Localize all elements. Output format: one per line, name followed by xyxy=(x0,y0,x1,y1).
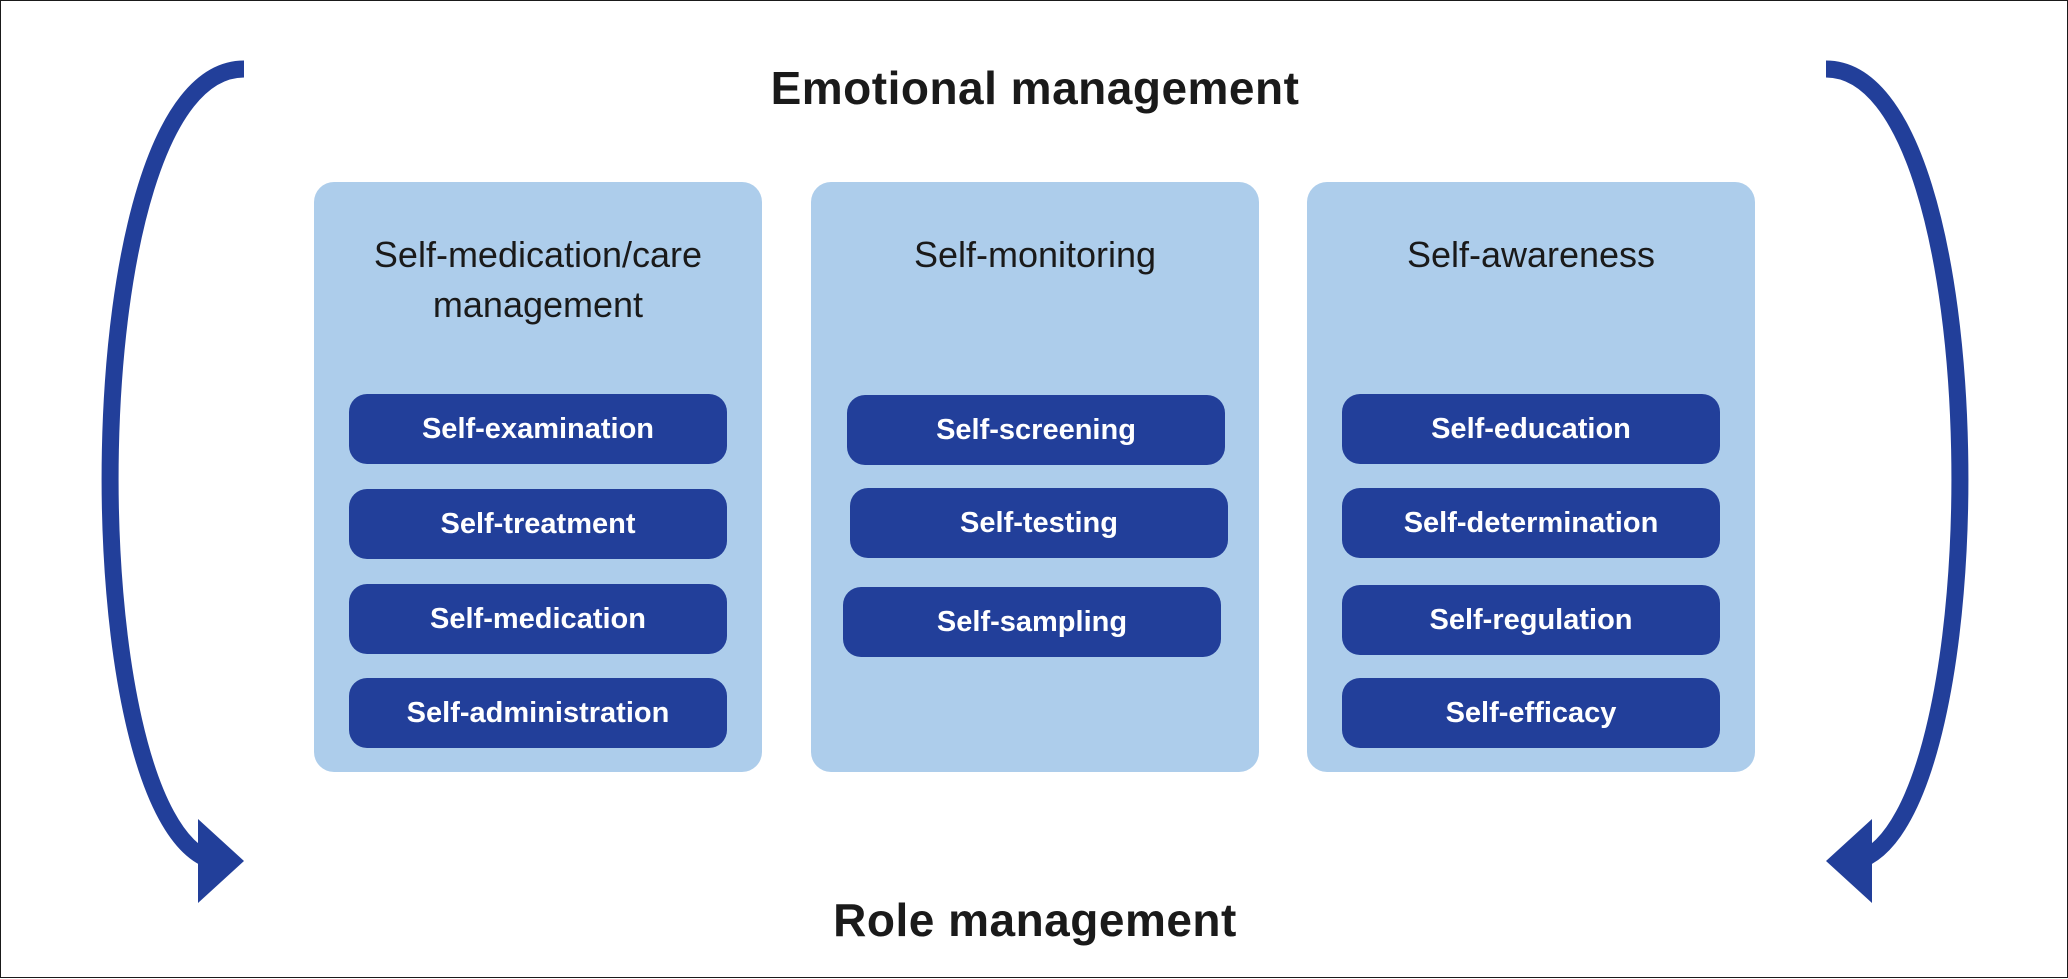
panel-title: Self-medication/care management xyxy=(373,234,703,325)
emotional-management-heading: Emotional management xyxy=(770,62,1300,114)
pill-self-examination: Self-examination xyxy=(349,394,727,464)
right-arrowhead-icon xyxy=(1826,819,1872,903)
left-arrowhead-icon xyxy=(198,819,244,903)
pill-self-medication: Self-medication xyxy=(349,584,727,654)
panel-title: Self-awareness xyxy=(1406,234,1656,275)
pill-self-testing: Self-testing xyxy=(850,488,1228,558)
pill-self-treatment: Self-treatment xyxy=(349,489,727,559)
panel-self-medication-care-management: Self-medication/care management Self-exa… xyxy=(314,182,762,772)
panel-title: Self-monitoring xyxy=(913,234,1157,275)
pill-self-education: Self-education xyxy=(1342,394,1720,464)
right-curved-arrow xyxy=(1825,60,1969,870)
pill-self-sampling: Self-sampling xyxy=(843,587,1221,657)
panel-self-monitoring: Self-monitoring Self-screening Self-test… xyxy=(811,182,1259,772)
role-management-heading: Role management xyxy=(833,894,1237,946)
pill-self-efficacy: Self-efficacy xyxy=(1342,678,1720,748)
pill-self-determination: Self-determination xyxy=(1342,488,1720,558)
pill-self-regulation: Self-regulation xyxy=(1342,585,1720,655)
panel-self-awareness: Self-awareness Self-education Self-deter… xyxy=(1307,182,1755,772)
left-curved-arrow xyxy=(101,60,245,870)
pill-self-administration: Self-administration xyxy=(349,678,727,748)
pill-self-screening: Self-screening xyxy=(847,395,1225,465)
